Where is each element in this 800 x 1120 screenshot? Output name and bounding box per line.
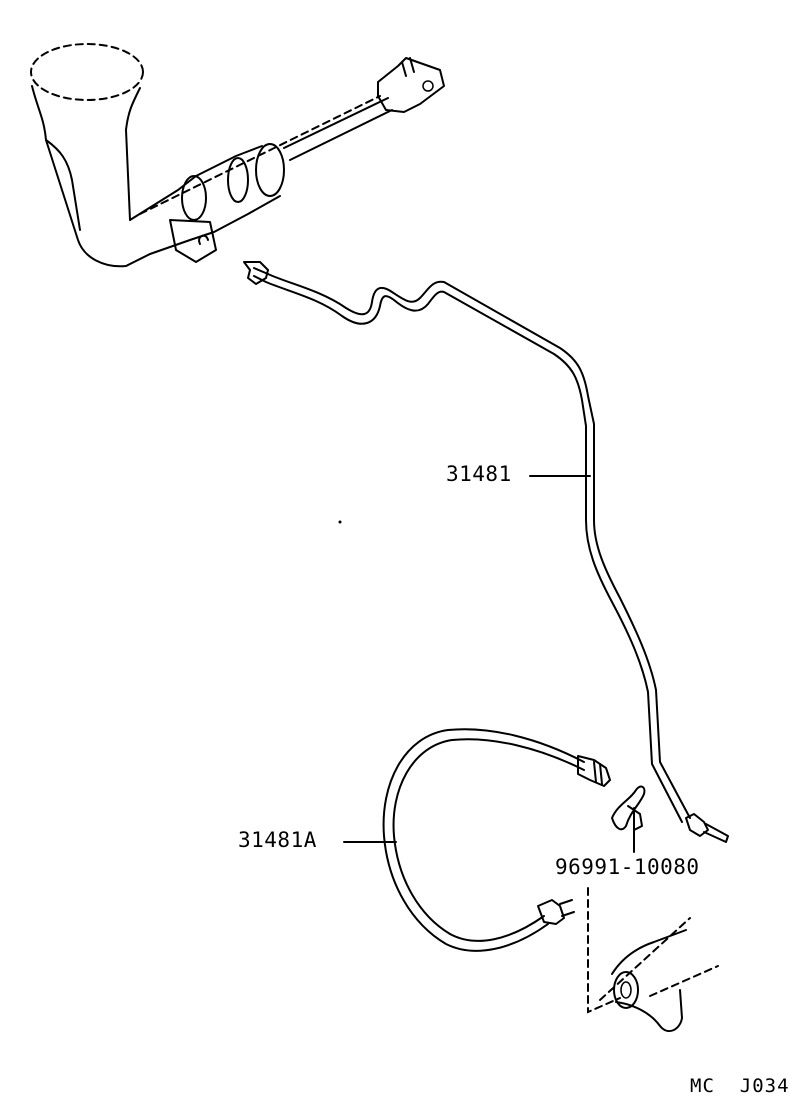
flexible-hose — [382, 728, 611, 952]
label-flexible-hose: 31481A — [238, 828, 317, 852]
label-clutch-line: 31481 — [446, 462, 512, 486]
clutch-master-cylinder — [30, 43, 445, 268]
clutch-line-tube — [243, 261, 729, 843]
slave-cylinder — [587, 887, 719, 1033]
label-clip: 96991-10080 — [555, 855, 700, 879]
diagram-code: MC J034 — [690, 1075, 790, 1097]
hose-clip — [611, 785, 646, 831]
stray-mark — [338, 520, 342, 524]
